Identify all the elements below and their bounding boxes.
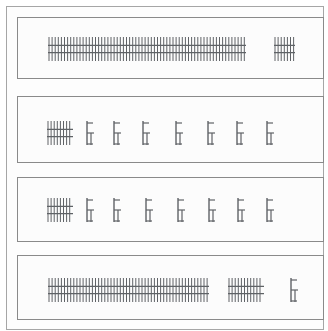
panel-1 (17, 17, 324, 79)
single-unit (291, 278, 298, 302)
hundred-strip (48, 37, 246, 61)
single-unit (238, 198, 245, 222)
panel-2 (17, 96, 324, 163)
single-unit (209, 198, 216, 222)
single-unit (208, 121, 215, 145)
ten-pack (228, 278, 264, 302)
panel-3 (17, 177, 324, 242)
single-unit (87, 121, 94, 145)
panel-2-drawing (18, 97, 325, 164)
ten-pack (47, 198, 73, 222)
ten-pack (274, 37, 295, 61)
single-unit (267, 121, 274, 145)
ten-pack (47, 121, 73, 145)
single-unit (87, 198, 94, 222)
single-unit (237, 121, 244, 145)
single-unit (267, 198, 274, 222)
hundred-strip (48, 278, 209, 302)
panel-3-drawing (18, 178, 325, 243)
single-unit (143, 121, 150, 145)
single-unit (176, 121, 183, 145)
single-unit (146, 198, 153, 222)
panel-4 (17, 255, 324, 320)
single-unit (114, 198, 121, 222)
single-unit (114, 121, 121, 145)
single-unit (178, 198, 185, 222)
panel-4-drawing (18, 256, 325, 321)
panel-1-drawing (18, 18, 325, 80)
